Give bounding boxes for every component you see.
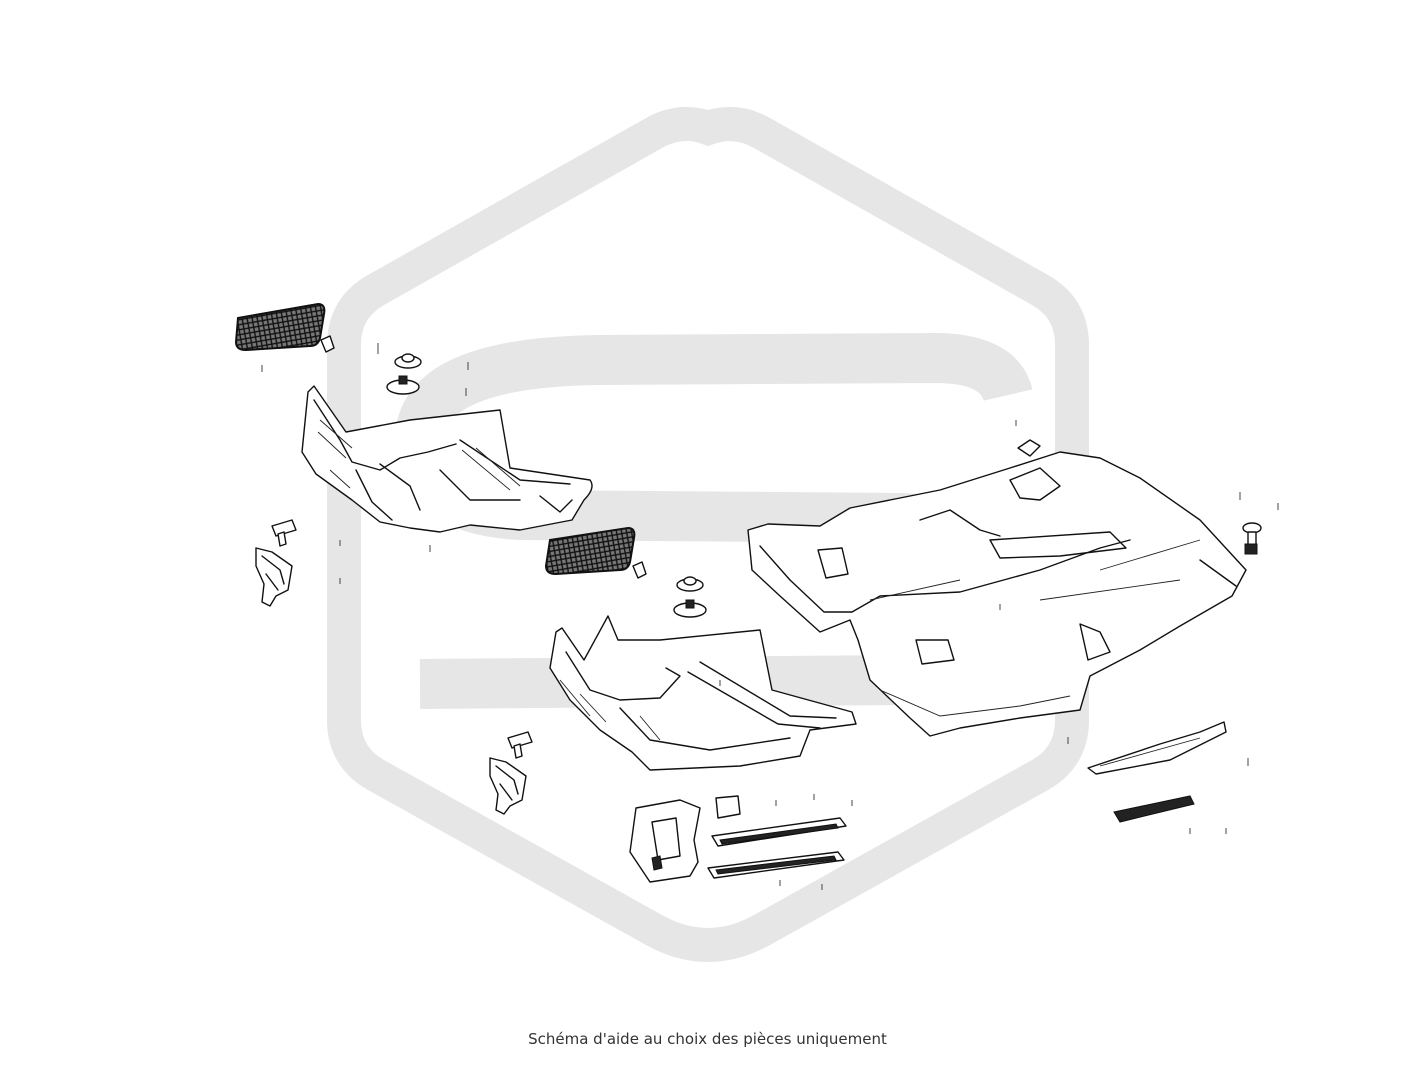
bolt-right	[1242, 522, 1262, 555]
front-carpet-middle	[549, 615, 857, 771]
bracket-middle	[489, 757, 527, 815]
bolt-upper	[271, 519, 297, 547]
front-carpet-upper	[301, 385, 593, 533]
sill-trim-front-long	[711, 817, 847, 847]
clip-middle	[632, 561, 647, 579]
clip-upper	[320, 335, 335, 353]
small-clip-sill	[715, 795, 741, 819]
mesh-panel-middle	[544, 526, 636, 576]
grommet-upper	[386, 353, 422, 395]
reference-ticks	[261, 343, 1279, 890]
side-panel-trim	[629, 799, 701, 883]
sill-trim-front-lower	[707, 851, 845, 879]
diagram-caption: Schéma d'aide au choix des pièces unique…	[528, 1030, 887, 1048]
rear-carpet	[747, 439, 1247, 737]
sill-trim-small-right	[1113, 795, 1195, 823]
bolt-middle	[507, 731, 533, 759]
mesh-panel-upper	[234, 302, 326, 352]
bracket-upper	[255, 547, 293, 607]
grommet-middle	[673, 576, 707, 618]
sill-trim-rear-right	[1087, 721, 1227, 775]
